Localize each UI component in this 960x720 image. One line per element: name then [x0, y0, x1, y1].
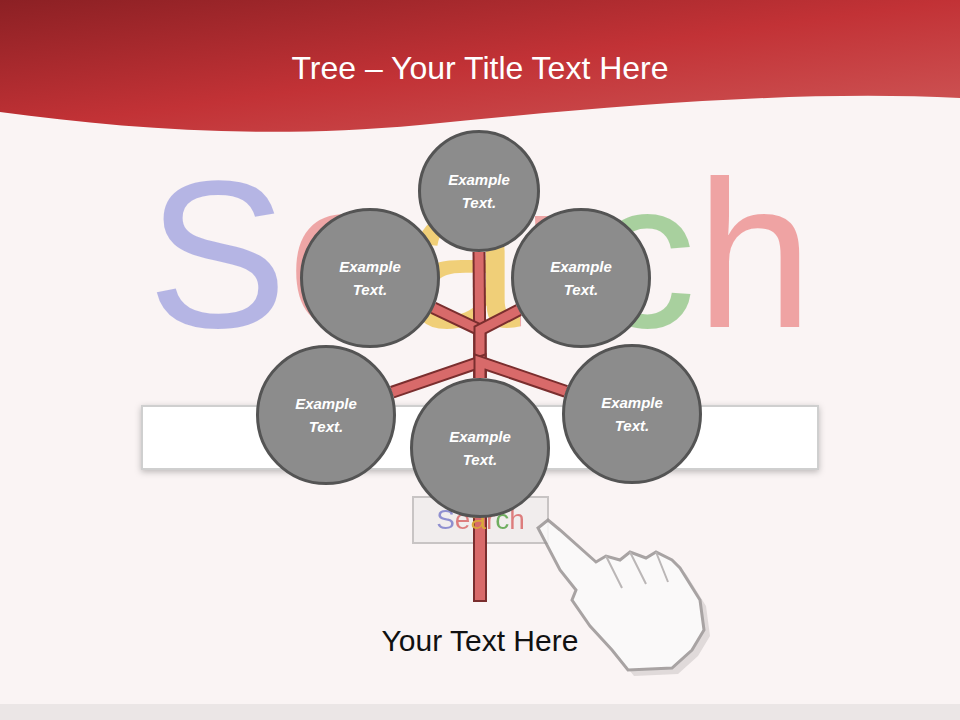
circle-content: Example Text.	[256, 345, 396, 485]
branch-fill	[479, 252, 480, 378]
branch-fill	[433, 308, 480, 378]
circle-shape	[564, 346, 701, 483]
tree-circle: Example Text.	[410, 378, 550, 518]
tree-branch	[480, 362, 566, 391]
branch-fill	[392, 362, 480, 392]
footer-strip	[0, 704, 960, 720]
slide-title: Tree – Your Title Text Here	[0, 50, 960, 87]
circle-outline	[410, 378, 550, 518]
slide-caption: Your Text Here	[0, 624, 960, 658]
branch-outline	[480, 310, 519, 378]
circle-shape	[412, 380, 549, 517]
circle-content: Example Text.	[562, 344, 702, 484]
branch-fill	[480, 362, 566, 391]
header-band	[0, 0, 960, 132]
button-label: Search	[436, 506, 525, 534]
search-field	[142, 406, 818, 469]
branch-outline	[480, 362, 566, 391]
branch-fill	[480, 310, 519, 378]
branch-outline	[479, 252, 480, 378]
circle-content: Example Text.	[410, 378, 550, 518]
circle-text: Example Text.	[438, 425, 522, 471]
circle-shape	[513, 210, 650, 347]
tree-circle: Example Text.	[256, 345, 396, 485]
tree-branch	[433, 308, 480, 378]
circle-text: Example Text.	[284, 392, 368, 438]
circle-shape	[258, 347, 395, 484]
tree-branch	[392, 362, 480, 392]
circle-outline	[256, 345, 396, 485]
branch-outline	[433, 308, 480, 378]
circle-shape	[302, 210, 439, 347]
watermark: Search	[0, 150, 960, 360]
tree-branch	[480, 310, 519, 378]
tree-branch	[479, 252, 480, 378]
circle-text: Example Text.	[590, 391, 674, 437]
watermark-word: Search	[147, 150, 812, 360]
tree-circle: Example Text.	[562, 344, 702, 484]
circle-shape	[420, 132, 539, 251]
branch-outline	[392, 362, 480, 392]
button-label-holder: Search	[413, 497, 548, 543]
circle-outline	[562, 344, 702, 484]
